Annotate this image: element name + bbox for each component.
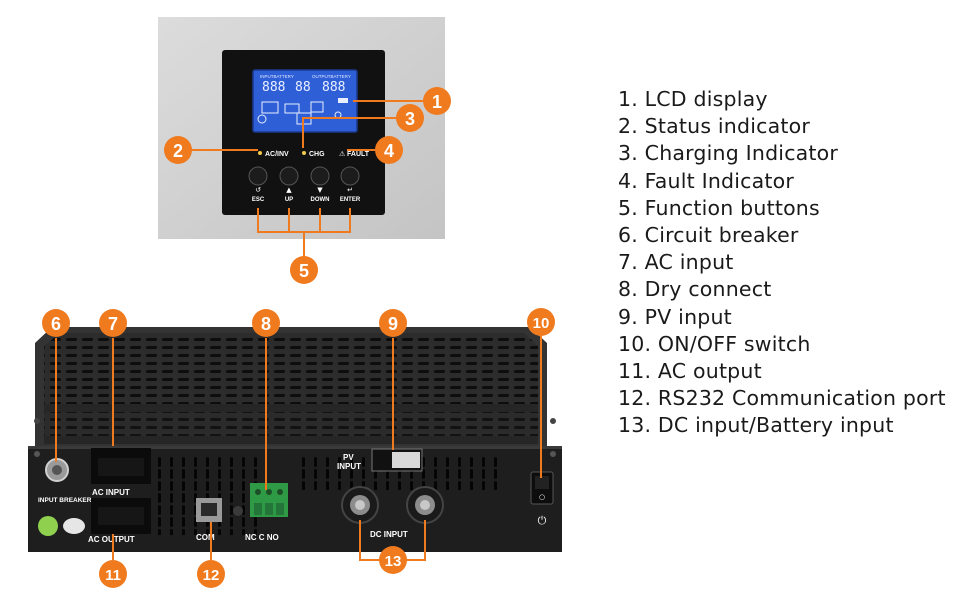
legend-item-pv-input: 9. PV input [618, 304, 732, 329]
callout-1: 1 [423, 87, 451, 115]
legend-item-ac-input: 7. AC input [618, 250, 734, 275]
svg-text:8: 8 [261, 314, 271, 334]
esc-arrow-icon: ↺ [255, 186, 261, 194]
com-port-label: COM [196, 533, 215, 542]
svg-text:10: 10 [533, 315, 550, 332]
led-ac-inv [258, 151, 262, 155]
enter-arrow-icon: ↵ [347, 186, 353, 194]
svg-text:○: ○ [539, 493, 545, 501]
svg-text:6: 6 [51, 314, 61, 334]
pv-input-label-1: PV [343, 453, 354, 462]
svg-text:5: 5 [299, 261, 309, 281]
svg-text:7: 7 [108, 314, 118, 334]
legend-item-status-indicator: 2. Status indicator [618, 114, 810, 139]
callout-9: 9 [379, 309, 407, 337]
dry-contact-terminal[interactable] [250, 483, 288, 517]
legend-item-rs232-port: 12. RS232 Communication port [618, 386, 946, 411]
esc-button-label: ESC [252, 197, 265, 203]
callout-3: 3 [396, 104, 424, 132]
pv-input-label-2: INPUT [337, 462, 361, 471]
led-chg-label: CHG [309, 151, 325, 158]
dc-input-terminal-positive[interactable] [341, 486, 379, 524]
led-ac-inv-label: AC/INV [265, 151, 289, 158]
component-legend: 1. LCD display 2. Status indicator 3. Ch… [618, 86, 968, 439]
brand-sticker [63, 518, 85, 534]
lcd-input-label: INPUTBATTERY [260, 74, 294, 79]
svg-text:4: 4 [384, 141, 394, 161]
dry-contact-label: NC C NO [245, 533, 279, 542]
up-arrow-icon: ▲ [286, 186, 292, 194]
ac-output-label: AC OUTPUT [88, 535, 135, 544]
enter-button-label: ENTER [340, 197, 361, 203]
callout-11: 11 [99, 560, 127, 588]
certification-sticker [38, 516, 58, 536]
svg-text:9: 9 [388, 314, 398, 334]
callout-6: 6 [42, 309, 70, 337]
svg-text:12: 12 [203, 567, 220, 584]
legend-item-function-buttons: 5. Function buttons [618, 195, 820, 220]
legend-item-on-off-switch: 10. ON/OFF switch [618, 331, 811, 356]
lcd-output-label: OUTPUTBATTERY [312, 74, 351, 79]
enter-button[interactable]: ENTER [340, 166, 361, 203]
legend-item-dry-connect: 8. Dry connect [618, 277, 772, 302]
esc-button[interactable]: ESC [248, 166, 268, 203]
led-chg [302, 151, 306, 155]
lcd-digits-mid: 88 [295, 80, 311, 95]
callout-8: 8 [252, 309, 280, 337]
on-off-switch[interactable]: ○ [530, 471, 554, 505]
legend-item-circuit-breaker: 6. Circuit breaker [618, 222, 799, 247]
down-button[interactable]: DOWN [310, 166, 330, 203]
callout-5: 5 [290, 256, 318, 284]
callout-12: 12 [197, 560, 225, 588]
lcd-display: INPUTBATTERY OUTPUTBATTERY 888 88 888 [252, 69, 358, 133]
input-breaker-label: INPUT BREAKER [38, 497, 92, 504]
power-icon: ⏻ [538, 514, 547, 527]
down-arrow-icon: ▼ [317, 186, 323, 194]
legend-item-ac-output: 11. AC output [618, 358, 762, 383]
callout-4: 4 [375, 136, 403, 164]
front-leader-lines [190, 100, 425, 257]
input-breaker[interactable] [45, 458, 69, 482]
lcd-digits-left: 888 [262, 80, 285, 95]
legend-item-charging-indicator: 3. Charging Indicator [618, 141, 839, 166]
callout-10: 10 [527, 308, 555, 336]
svg-text:3: 3 [405, 109, 415, 129]
up-button[interactable]: UP [279, 166, 299, 203]
lcd-digits-right: 888 [322, 80, 345, 95]
legend-item-dc-input: 13. DC input/Battery input [618, 413, 894, 438]
legend-item-lcd-display: 1. LCD display [618, 87, 768, 111]
svg-text:13: 13 [385, 553, 402, 570]
callout-2: 2 [164, 136, 192, 164]
legend-item-fault-indicator: 4. Fault Indicator [618, 168, 794, 193]
warning-icon: ⚠ [339, 150, 346, 158]
svg-text:1: 1 [432, 92, 442, 112]
callout-7: 7 [99, 309, 127, 337]
dc-input-label: DC INPUT [370, 530, 408, 539]
led-fault-label: FAULT [347, 151, 370, 158]
dc-input-terminal-negative[interactable] [406, 486, 444, 524]
callout-13: 13 [379, 546, 407, 574]
ac-input-label: AC INPUT [92, 488, 130, 497]
down-button-label: DOWN [311, 197, 330, 203]
svg-text:11: 11 [105, 567, 121, 584]
up-button-label: UP [285, 197, 293, 203]
svg-text:2: 2 [173, 141, 183, 161]
